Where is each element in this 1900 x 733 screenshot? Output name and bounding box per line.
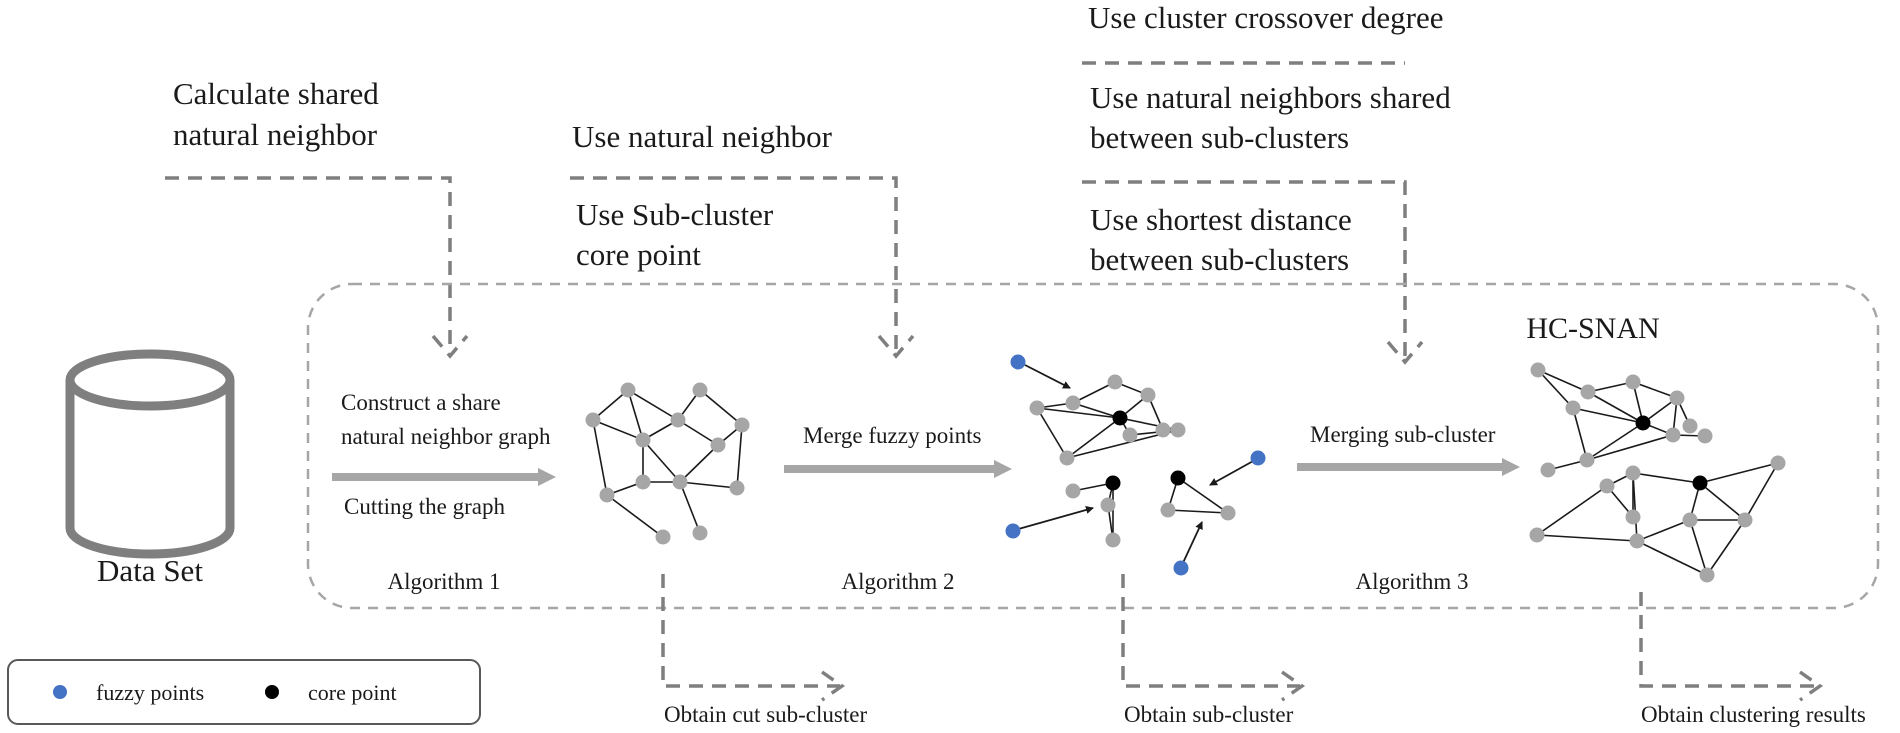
output-2-connector	[1121, 574, 1300, 688]
calc-connector-head	[431, 334, 469, 359]
calculate-label-line1: Calculate shared	[173, 76, 379, 111]
algorithm-1-label: Algorithm 1	[387, 569, 500, 594]
use-subcluster-label-line2: core point	[576, 237, 701, 272]
algorithm-3-label: Algorithm 3	[1355, 569, 1468, 594]
graph-1	[585, 382, 750, 545]
output-1-label: Obtain cut sub-cluster	[664, 702, 867, 727]
dataset-cylinder-icon	[65, 349, 235, 559]
use-natural-neighbor-label: Use natural neighbor	[572, 119, 833, 154]
core-point-icon	[265, 685, 279, 699]
shared-neighbors-label-line1: Use natural neighbors shared	[1090, 80, 1451, 115]
natural-connector	[570, 176, 898, 352]
legend-core-label: core point	[308, 680, 397, 705]
calculate-label-line2: natural neighbor	[173, 117, 378, 152]
flow-arrow-3-head	[1502, 458, 1520, 476]
output-3-label: Obtain clustering results	[1641, 702, 1866, 727]
flow-arrow-2-head	[994, 460, 1012, 478]
calc-connector	[165, 176, 452, 352]
graph-2	[1005, 354, 1266, 576]
output-1-head	[820, 670, 846, 702]
output-1-connector	[661, 574, 840, 688]
result-title: HC-SNAN	[1526, 312, 1659, 345]
cutting-label: Cutting the graph	[344, 494, 505, 519]
shortest-connector	[1082, 180, 1407, 358]
merging-subcluster-label: Merging sub-cluster	[1310, 422, 1496, 447]
construct-label-line1: Construct a share	[341, 390, 501, 415]
shortest-distance-label-line1: Use shortest distance	[1090, 202, 1352, 237]
dataset-label: Data Set	[97, 553, 203, 588]
algorithm-frame	[306, 282, 1880, 610]
natural-connector-head	[877, 334, 915, 359]
output-3-connector	[1639, 592, 1818, 688]
output-2-label: Obtain sub-cluster	[1124, 702, 1294, 727]
merge-fuzzy-label: Merge fuzzy points	[803, 423, 981, 448]
flow-arrow-1-head	[538, 468, 556, 486]
shortest-distance-label-line2: between sub-clusters	[1090, 242, 1349, 277]
output-2-head	[1280, 670, 1306, 702]
graph-3	[1529, 362, 1786, 583]
output-3-head	[1798, 670, 1824, 702]
algorithm-2-label: Algorithm 2	[841, 569, 954, 594]
fuzzy-point-icon	[53, 685, 67, 699]
construct-label-line2: natural neighbor graph	[341, 424, 551, 449]
crossover-label: Use cluster crossover degree	[1088, 0, 1444, 35]
use-subcluster-label-line1: Use Sub-cluster	[576, 197, 774, 232]
legend-box	[7, 659, 481, 725]
shortest-connector-head	[1386, 340, 1424, 365]
shared-neighbors-label-line2: between sub-clusters	[1090, 120, 1349, 155]
legend-fuzzy-label: fuzzy points	[96, 680, 204, 705]
